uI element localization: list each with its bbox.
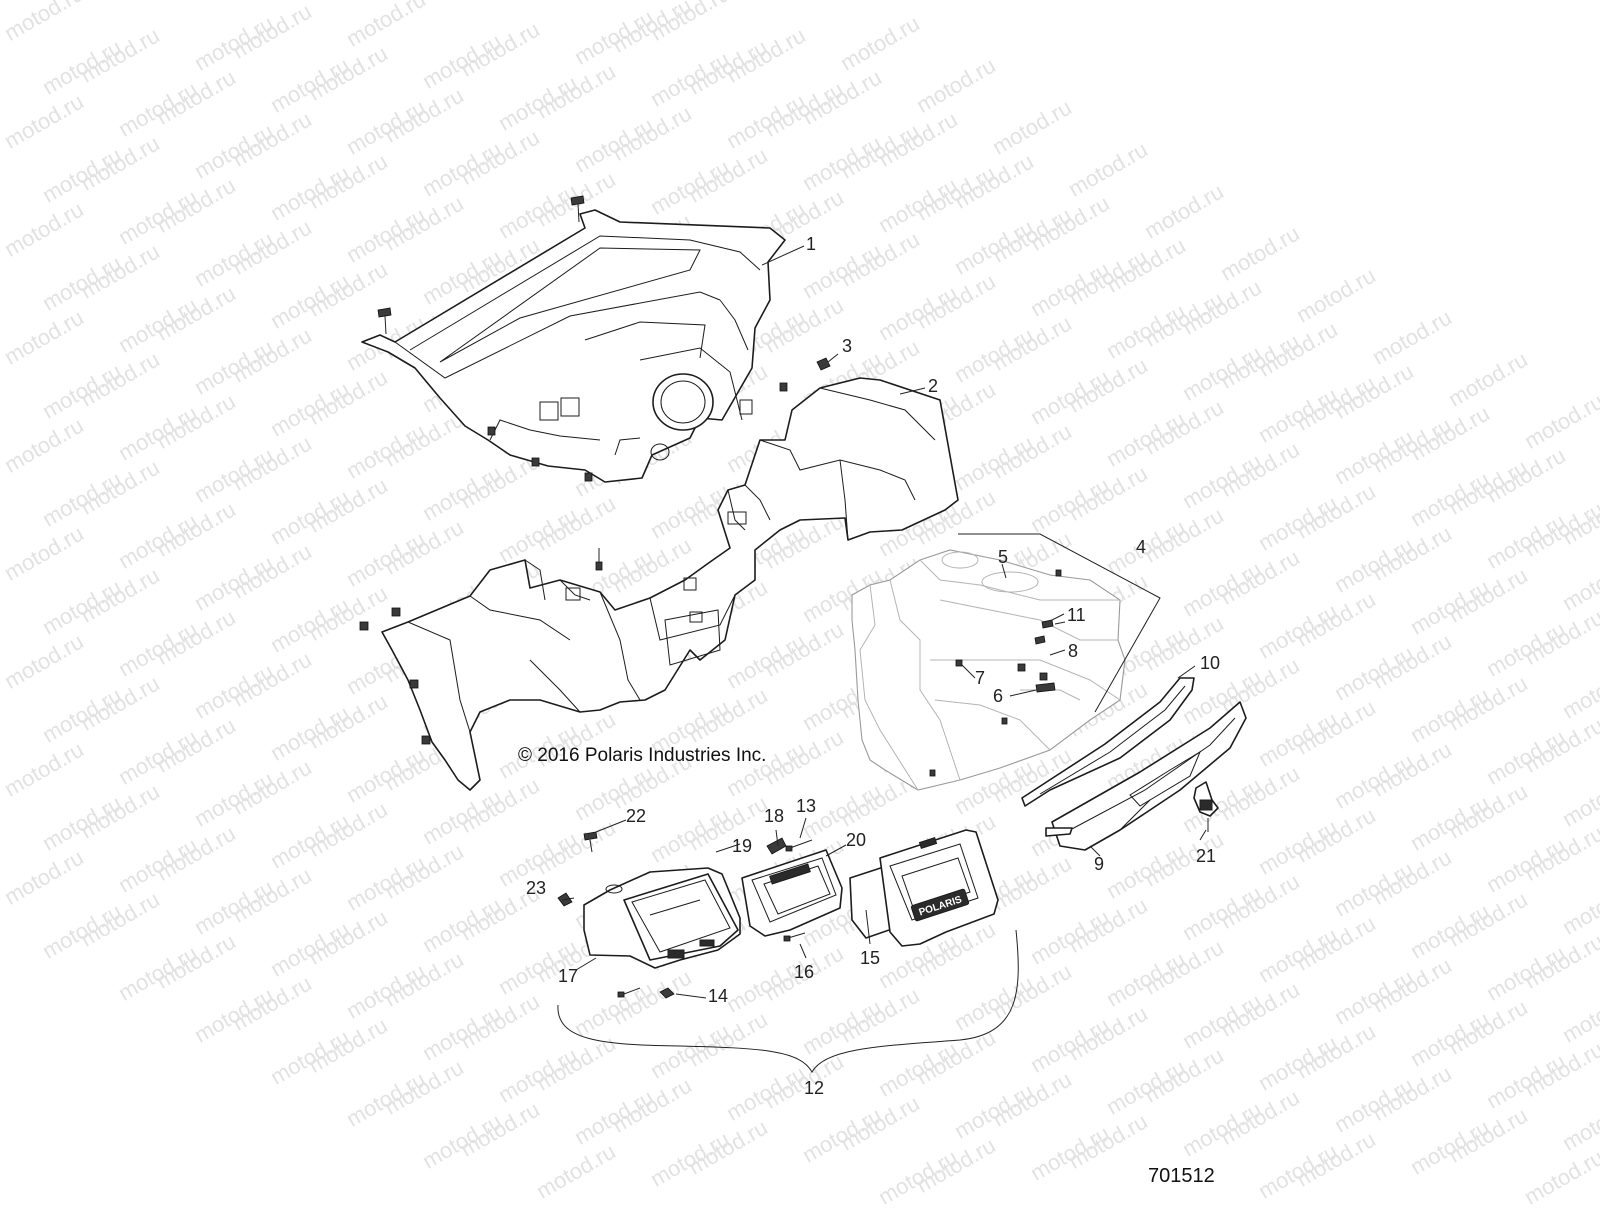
callout-13: 13 <box>796 796 816 816</box>
callout-5: 5 <box>998 547 1008 567</box>
callout-22: 22 <box>626 806 646 826</box>
copyright-notice: © 2016 Polaris Industries Inc. <box>518 745 766 766</box>
part-4-glove-box-assembly <box>851 533 1161 791</box>
bracket-12 <box>557 929 1019 1074</box>
part-9-glove-box-door <box>1045 701 1247 851</box>
callout-20: 20 <box>846 830 866 850</box>
callout-9: 9 <box>1094 854 1104 874</box>
part-2-dash-lower-panel <box>359 377 959 791</box>
callout-18: 18 <box>764 806 784 826</box>
callout-17: 17 <box>558 966 578 986</box>
part-3-clip <box>816 353 839 371</box>
part-10-glove-box-door-seal <box>1021 677 1195 807</box>
lower-fasteners <box>557 831 813 999</box>
part-cover-polaris-badge: POLARIS <box>879 829 999 947</box>
part-17-storage-pocket <box>583 867 741 969</box>
callout-15: 15 <box>860 948 880 968</box>
diagram-number: 701512 <box>1148 1165 1215 1187</box>
callout-14: 14 <box>708 986 728 1006</box>
callout-19: 19 <box>732 836 752 856</box>
callout-2: 2 <box>928 376 938 396</box>
callout-4: 4 <box>1136 537 1146 557</box>
callout-16: 16 <box>794 962 814 982</box>
callout-3: 3 <box>842 336 852 356</box>
callout-1: 1 <box>806 234 816 254</box>
callout-11: 11 <box>1067 605 1086 625</box>
callout-12: 12 <box>804 1078 824 1098</box>
callout-10: 10 <box>1200 653 1220 673</box>
leader-lines <box>561 245 1207 999</box>
part-1-dash-upper-cover <box>361 195 788 483</box>
callout-23: 23 <box>526 878 546 898</box>
callout-8: 8 <box>1068 641 1078 661</box>
callout-6: 6 <box>993 686 1003 706</box>
callout-7: 7 <box>975 668 985 688</box>
part-20-bezel <box>741 849 843 937</box>
part-21-latch <box>1193 781 1219 832</box>
callout-21: 21 <box>1196 846 1216 866</box>
callout-labels: 1 2 3 4 5 6 7 8 9 10 11 12 13 14 15 16 1… <box>526 234 1220 1098</box>
